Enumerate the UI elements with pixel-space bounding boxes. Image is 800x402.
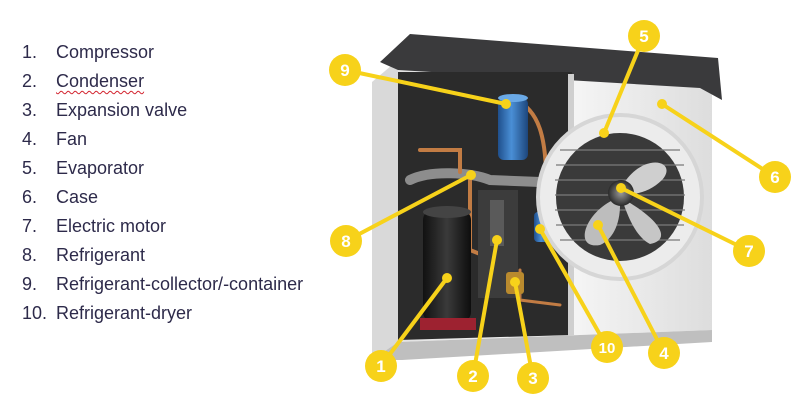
callout-7: 7 <box>733 235 765 267</box>
legend-label: Expansion valve <box>56 100 188 120</box>
heat-pump-unit <box>372 34 722 360</box>
callout-10: 10 <box>591 331 623 363</box>
leader-line-9 <box>343 68 508 106</box>
leader-line-8 <box>344 173 473 243</box>
callout-number: 5 <box>639 27 648 46</box>
legend-number: 6. <box>22 187 38 207</box>
legend-number: 7. <box>22 216 38 236</box>
legend-number: 8. <box>22 245 38 265</box>
legend-item-compressor: 1. Compressor <box>22 38 303 67</box>
endpoint-dot <box>501 99 511 109</box>
callout-number: 8 <box>341 232 350 251</box>
fan-blade <box>624 200 662 244</box>
callout-number: 10 <box>599 340 616 357</box>
refrigerant-collector <box>498 98 528 160</box>
leader-line-3 <box>513 280 535 380</box>
legend-item-case: 6. Case <box>22 183 303 212</box>
case-base <box>372 330 712 360</box>
callout-number: 3 <box>528 369 537 388</box>
callout-5: 5 <box>628 20 660 52</box>
fan-assembly <box>536 113 704 281</box>
callout-circle <box>330 225 362 257</box>
endpoint-dot <box>466 170 476 180</box>
leader-line-5 <box>602 34 646 135</box>
leader-line-7 <box>619 186 751 253</box>
legend-item-fan: 4. Fan <box>22 125 303 154</box>
legend-item-electric-motor: 7. Electric motor <box>22 212 303 241</box>
callout-circle <box>329 54 361 86</box>
callout-circle <box>733 235 765 267</box>
legend-item-evaporator: 5. Evaporator <box>22 154 303 183</box>
legend-item-condenser: 2. Condenser <box>22 67 303 96</box>
fan-blade <box>584 198 620 246</box>
callout-number: 9 <box>340 61 349 80</box>
case-left-side <box>372 60 398 360</box>
callout-circle <box>591 331 623 363</box>
callout-number: 4 <box>659 344 669 363</box>
legend-item-refrigerant-dryer: 10. Refrigerant-dryer <box>22 299 303 328</box>
callout-circle <box>457 360 489 392</box>
legend-number: 1. <box>22 42 38 62</box>
endpoint-dot <box>593 220 603 230</box>
legend-label: Condenser <box>56 71 145 91</box>
callout-badges: 1 2 3 4 5 6 7 8 <box>329 20 791 394</box>
legend-label: Compressor <box>56 42 155 62</box>
leader-line-10 <box>538 227 609 349</box>
callout-number: 1 <box>376 357 385 376</box>
leader-line-2 <box>471 238 499 378</box>
callout-9: 9 <box>329 54 361 86</box>
callout-1: 1 <box>365 350 397 382</box>
callout-number: 7 <box>744 242 753 261</box>
legend-label: Refrigerant-collector/-container <box>56 274 304 294</box>
copper-pipe <box>418 148 462 174</box>
endpoint-dot <box>442 273 452 283</box>
callout-4: 4 <box>648 337 680 369</box>
endpoint-dot <box>657 99 667 109</box>
callout-6: 6 <box>759 161 791 193</box>
compressor-base <box>420 318 476 330</box>
legend-number: 9. <box>22 274 38 294</box>
legend-item-refrigerant-collector: 9. Refrigerant-collector/-container <box>22 270 303 299</box>
compressor <box>423 210 471 322</box>
legend-number: 3. <box>22 100 38 120</box>
callout-circle <box>365 350 397 382</box>
callout-2: 2 <box>457 360 489 392</box>
refrigerant-pipe <box>405 168 545 187</box>
component-legend: 1. Compressor 2. Condenser 3. Expansion val… <box>22 38 303 328</box>
legend-label: Refrigerant-dryer <box>56 303 193 323</box>
legend-number: 5. <box>22 158 38 178</box>
leader-line-1 <box>379 276 449 368</box>
callout-circle <box>648 337 680 369</box>
compressor-top <box>423 206 471 218</box>
endpoint-dot <box>599 128 609 138</box>
endpoint-dot <box>492 235 502 245</box>
condenser-fitting <box>490 200 504 246</box>
legend-label: Case <box>56 187 99 207</box>
legend-item-refrigerant: 8. Refrigerant <box>22 241 303 270</box>
endpoint-dot <box>510 277 520 287</box>
legend-number: 10. <box>22 303 48 323</box>
callout-circle <box>628 20 660 52</box>
leader-line-6 <box>660 102 777 179</box>
legend-item-expansion-valve: 3. Expansion valve <box>22 96 303 125</box>
legend-label: Refrigerant <box>56 245 146 265</box>
callout-circle <box>759 161 791 193</box>
legend-number: 2. <box>22 71 38 91</box>
callout-number: 2 <box>468 367 477 386</box>
legend-label: Electric motor <box>56 216 167 236</box>
case-roof <box>380 34 722 100</box>
legend-label: Fan <box>56 129 88 149</box>
leader-lines <box>343 34 777 380</box>
callout-circle <box>517 362 549 394</box>
callout-number: 6 <box>770 168 779 187</box>
endpoint-dot <box>535 224 545 234</box>
endpoint-dot <box>616 183 626 193</box>
legend-label: Evaporator <box>56 158 145 178</box>
leader-endpoints <box>442 99 667 287</box>
callout-8: 8 <box>330 225 362 257</box>
legend-number: 4. <box>22 129 38 149</box>
callout-3: 3 <box>517 362 549 394</box>
leader-line-4 <box>596 223 666 355</box>
